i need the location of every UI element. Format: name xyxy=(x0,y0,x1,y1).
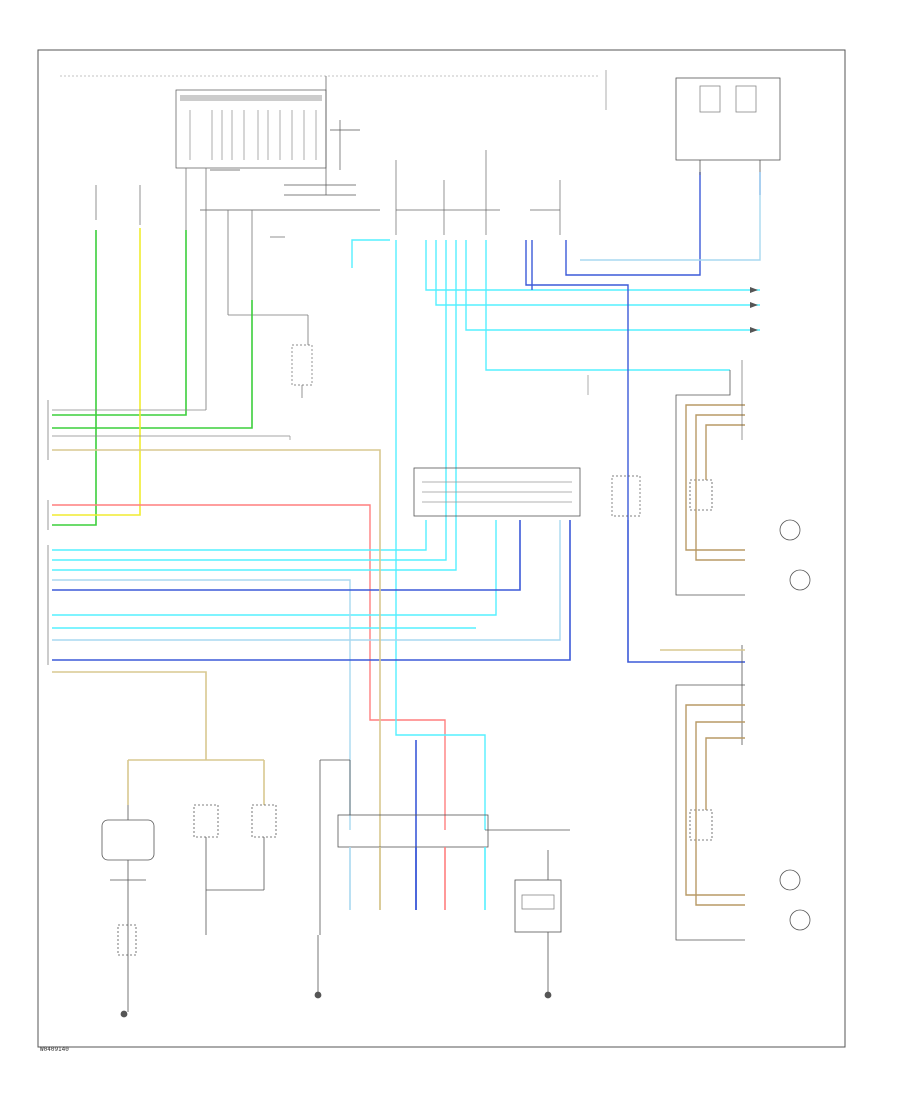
green-wires xyxy=(52,230,253,526)
tan-bus-wire xyxy=(52,449,381,910)
ground-g3 xyxy=(544,991,552,999)
tail-lamps xyxy=(193,804,277,935)
right-connector-arrows xyxy=(750,287,758,333)
figure-code: W0409140 xyxy=(40,1046,69,1053)
switch-component xyxy=(291,344,313,398)
left-bus-black-wires xyxy=(52,409,290,437)
right-rear-lamp-assembly xyxy=(675,645,811,941)
lighting-module-wires xyxy=(580,172,761,261)
light-blue-bus-wires xyxy=(52,520,561,830)
yellow-wire xyxy=(52,228,141,516)
cyan-wires-top xyxy=(351,239,760,520)
blue-bus-wires xyxy=(52,520,745,910)
relay-right xyxy=(611,475,641,517)
ground-g2 xyxy=(314,935,322,999)
right-upper-brown-wires xyxy=(685,404,745,561)
left-rear-lamp-assembly xyxy=(675,370,811,596)
ground-g1 xyxy=(120,960,129,1018)
misc-gray-wires xyxy=(289,70,607,440)
fuse-row-top xyxy=(395,150,561,235)
right-lower-brown-wires xyxy=(685,704,745,906)
trailer-connector-wires xyxy=(349,847,486,910)
license-lamp xyxy=(101,805,155,960)
fuse-block xyxy=(175,76,380,211)
trailer-connector xyxy=(319,759,570,935)
diagram-frame xyxy=(37,49,846,1048)
junction-block xyxy=(413,467,581,517)
red-wire xyxy=(52,504,446,830)
top-left-black-wires xyxy=(95,168,309,410)
lighting-module xyxy=(675,77,781,175)
cyan-bus-wires xyxy=(52,520,497,830)
stop-lamp-module xyxy=(514,850,562,992)
